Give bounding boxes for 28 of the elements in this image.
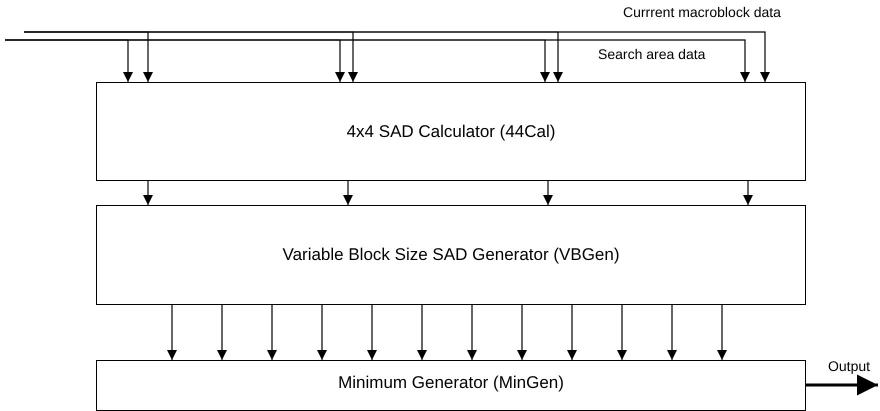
arrow: [743, 181, 753, 205]
signal-label: Search area data: [598, 46, 706, 62]
process-box: [96, 82, 806, 181]
edge-label: Output: [828, 358, 870, 374]
block-label: Variable Block Size SAD Generator (VBGen): [282, 245, 620, 265]
arrow: [517, 305, 527, 360]
arrow: [717, 305, 727, 360]
arrow: [217, 305, 227, 360]
arrow: [317, 305, 327, 360]
arrow: [567, 305, 577, 360]
arrow: [467, 305, 477, 360]
arrow: [5, 39, 750, 82]
arrow: [617, 305, 627, 360]
arrow: [343, 181, 353, 205]
arrow: [367, 305, 377, 360]
arrow: [24, 31, 770, 82]
arrow: [806, 374, 878, 396]
signal-label: Currrent macroblock data: [623, 4, 781, 20]
arrow: [417, 305, 427, 360]
block-label: 4x4 SAD Calculator (44Cal): [346, 122, 556, 142]
process-box: [96, 205, 806, 305]
arrow: [167, 305, 177, 360]
arrow: [267, 305, 277, 360]
block-label: Minimum Generator (MinGen): [338, 373, 564, 393]
arrow: [667, 305, 677, 360]
process-box: [96, 360, 806, 411]
arrow: [543, 181, 553, 205]
arrow: [143, 181, 153, 205]
